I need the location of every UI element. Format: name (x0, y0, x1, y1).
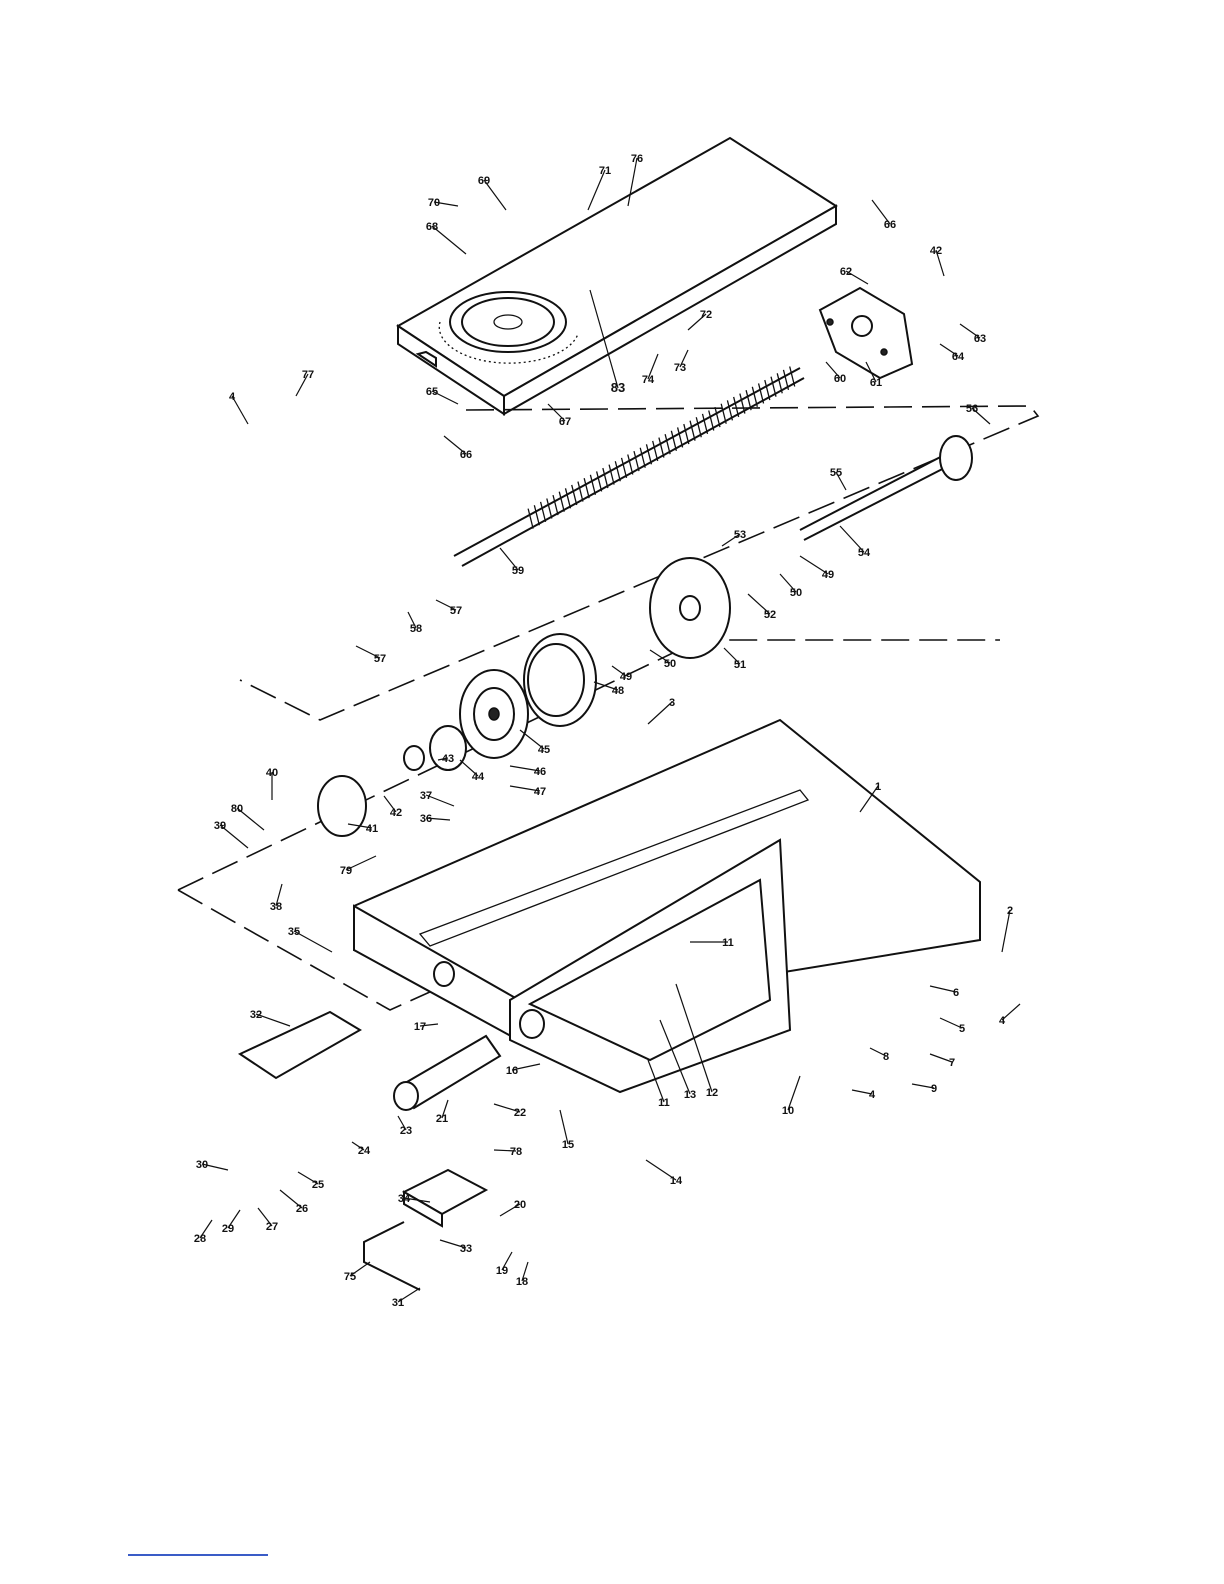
part-label-73: 73 (674, 362, 686, 374)
part-label-10: 10 (782, 1105, 794, 1117)
part-label-74: 74 (642, 374, 655, 386)
part-label-18: 18 (516, 1276, 528, 1288)
part-label-17: 17 (414, 1021, 426, 1033)
part-label-39: 39 (214, 820, 226, 832)
part-label-42: 42 (390, 807, 402, 819)
part-label-71: 71 (599, 165, 611, 177)
part-label-59: 59 (512, 565, 524, 577)
part-label-24: 24 (358, 1145, 371, 1157)
part-label-75: 75 (344, 1271, 356, 1283)
part-label-12: 12 (706, 1087, 718, 1099)
part-label-38: 38 (270, 901, 282, 913)
part-label-57: 57 (374, 653, 386, 665)
part-label-37: 37 (420, 790, 432, 802)
part-label-23: 23 (400, 1125, 412, 1137)
part-label-32: 32 (250, 1009, 262, 1021)
part-label-14: 14 (670, 1175, 683, 1187)
part-label-70: 70 (428, 197, 440, 209)
part-label-61: 61 (870, 377, 882, 389)
part-label-34: 34 (398, 1193, 411, 1205)
part-label-80: 80 (231, 803, 243, 815)
part-label-8: 8 (883, 1051, 889, 1063)
part-label-52: 52 (764, 609, 776, 621)
part-label-40: 40 (266, 767, 278, 779)
part-label-45: 45 (538, 744, 550, 756)
part-label-26: 26 (296, 1203, 308, 1215)
part-label-72: 72 (700, 309, 712, 321)
part-label-7: 7 (949, 1057, 955, 1069)
part-label-53: 53 (734, 529, 746, 541)
part-label-30: 30 (196, 1159, 208, 1171)
part-label-31: 31 (392, 1297, 404, 1309)
part-label-11: 11 (722, 937, 734, 949)
part-label-1: 1 (875, 781, 881, 793)
part-label-4: 4 (229, 391, 236, 403)
part-label-49: 49 (822, 569, 834, 581)
part-label-62: 62 (840, 266, 852, 278)
part-label-66: 66 (460, 449, 472, 461)
part-label-36: 36 (420, 813, 432, 825)
part-label-49: 49 (620, 671, 632, 683)
part-label-33: 33 (460, 1243, 472, 1255)
part-label-69: 69 (478, 175, 490, 187)
table-top (398, 138, 836, 414)
part-label-55: 55 (830, 467, 842, 479)
part-label-58: 58 (410, 623, 422, 635)
part-label-19: 19 (496, 1265, 508, 1277)
footer-rule (128, 1554, 268, 1556)
part-label-41: 41 (366, 823, 378, 835)
cylinder (394, 1036, 500, 1110)
part-label-51: 51 (734, 659, 746, 671)
part-label-68: 68 (426, 221, 438, 233)
part-label-22: 22 (514, 1107, 526, 1119)
part-label-63: 63 (974, 333, 986, 345)
part-label-29: 29 (222, 1223, 234, 1235)
part-label-50: 50 (790, 587, 802, 599)
part-label-77: 77 (302, 369, 314, 381)
part-label-43: 43 (442, 753, 454, 765)
part-label-50: 50 (664, 658, 676, 670)
part-label-67: 67 (559, 416, 571, 428)
part-label-44: 44 (472, 771, 485, 783)
part-label-28: 28 (194, 1233, 206, 1245)
part-label-83: 83 (611, 380, 625, 395)
part-label-60: 60 (834, 373, 846, 385)
part-label-20: 20 (514, 1199, 526, 1211)
part-label-76: 76 (631, 153, 643, 165)
part-label-16: 16 (506, 1065, 518, 1077)
part-label-64: 64 (952, 351, 965, 363)
part-label-5: 5 (959, 1023, 965, 1035)
part-label-46: 46 (534, 766, 546, 778)
part-label-56: 56 (966, 403, 978, 415)
feed-shaft (800, 436, 972, 540)
part-label-15: 15 (562, 1139, 574, 1151)
part-label-27: 27 (266, 1221, 278, 1233)
part-label-54: 54 (858, 547, 871, 559)
part-label-47: 47 (534, 786, 546, 798)
part-label-57: 57 (450, 605, 462, 617)
part-label-79: 79 (340, 865, 352, 877)
part-label-35: 35 (288, 926, 300, 938)
end-bracket (820, 288, 912, 378)
gib-strip (240, 1012, 360, 1078)
part-label-13: 13 (684, 1089, 696, 1101)
part-label-78: 78 (510, 1146, 522, 1158)
part-label-4: 4 (869, 1089, 876, 1101)
part-label-6: 6 (953, 987, 959, 999)
part-label-66: 66 (884, 219, 896, 231)
part-label-4: 4 (999, 1015, 1006, 1027)
valve-block (364, 1170, 486, 1290)
part-label-2: 2 (1007, 905, 1013, 917)
part-label-9: 9 (931, 1083, 937, 1095)
part-label-48: 48 (612, 685, 624, 697)
part-label-11: 11 (658, 1097, 670, 1109)
part-label-3: 3 (669, 697, 675, 709)
part-label-25: 25 (312, 1179, 324, 1191)
part-label-65: 65 (426, 386, 438, 398)
part-label-21: 21 (436, 1113, 448, 1125)
part-label-42: 42 (930, 245, 942, 257)
